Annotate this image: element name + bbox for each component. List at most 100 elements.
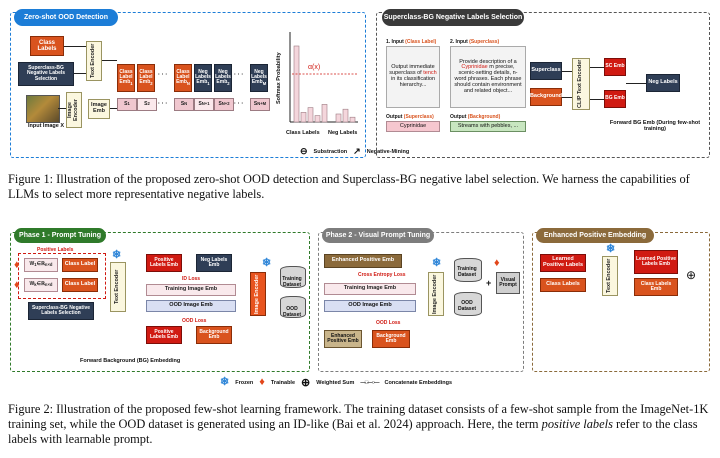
neg-labels-box: Neg Labels	[646, 74, 680, 92]
chart-xlabel-class: Class Labels	[286, 130, 320, 136]
ood-dataset-label-1: OOD Dataset	[282, 306, 302, 318]
snowflake-icon: ❄	[220, 376, 230, 388]
class-label-box-k: Class Label	[62, 278, 98, 292]
bg-emb-box: BG Emb	[604, 90, 626, 108]
clip-text-encoder: CLIP Text Encoder	[572, 58, 590, 110]
input2-box: Provide description of a Cyprinidae m pr…	[450, 46, 526, 108]
output2-header: Output (Background)	[450, 114, 501, 120]
zero-shot-panel	[10, 12, 366, 158]
enhanced-positive-emb-bottom: Enhanced Positive Emb	[324, 330, 362, 348]
flame-icon: ♦	[259, 376, 265, 388]
training-dataset-label-1: Training Dataset	[282, 276, 302, 288]
flame-icon: ♦	[494, 257, 500, 269]
dots-2: · · ·	[234, 72, 244, 78]
legend-subtraction: Substraction	[313, 148, 348, 155]
dots-1: · · ·	[158, 72, 168, 78]
legend-trainable: Trainable	[270, 379, 296, 386]
input2-header: 2. Input (Superclass)	[450, 39, 500, 45]
input-image	[26, 95, 60, 123]
weighted-sum-icon: ⊕	[686, 268, 697, 282]
connector-line	[590, 67, 604, 68]
alpha-label: α(x)	[308, 64, 320, 71]
legend-fig2: ❄Frozen ♦Trainable ⊕Weighted Sum —□—○—Co…	[220, 376, 453, 390]
learned-positive-labels-box: Learned Positive Labels	[540, 254, 586, 272]
weighted-sum-icon: ⊕	[301, 377, 311, 389]
forward-bg-embedding-label: Forward Background (BG) Embedding	[80, 358, 181, 364]
connector-line	[562, 97, 572, 98]
background-emb-box: Background Emb	[196, 326, 232, 344]
superclass-box: Superclass	[530, 62, 562, 80]
visual-prompt-box: Visual Prompt	[496, 272, 520, 294]
class-labels-box-2: Class Labels	[540, 278, 586, 292]
chart-xlabel-neg: Neg Labels	[328, 130, 358, 136]
image-encoder-3: Image Encoder	[428, 272, 444, 316]
superclass-bg-labels-box: Superclass-BG Negative Labels Selection	[18, 62, 74, 86]
learned-positive-labels-emb-box: Learned Positive Labels Emb	[634, 250, 678, 274]
class-bar	[307, 107, 314, 123]
class-labels-box: Class Labels	[30, 36, 64, 56]
positive-labels-header: Positive Labels	[36, 247, 75, 253]
phase1-panel	[10, 232, 310, 372]
positive-labels-group	[18, 253, 106, 299]
class-bar	[314, 115, 321, 123]
neg-bar	[349, 116, 356, 123]
dots-4: · · ·	[234, 101, 244, 107]
subtraction-icon: ⊖	[300, 146, 308, 156]
dots-3: · · ·	[158, 101, 168, 107]
connector-line	[58, 108, 66, 109]
softmax-chart: α(x)	[289, 32, 358, 123]
output2-box: Streams with pebbles, ...	[450, 121, 526, 132]
input1-header: 1. Input (Class Label)	[386, 39, 437, 45]
class-label-box-1: Class Label	[62, 258, 98, 272]
connector-line	[64, 46, 86, 47]
connector-line	[562, 71, 572, 72]
legend-fig1: ⊖ Substraction ↗ Negative-Mining	[300, 146, 409, 157]
input1-box: Output immediate superclass of tench in …	[386, 46, 440, 108]
superclass-bg-title: Superclass-BG Negative Labels Selection	[382, 9, 524, 26]
forward-bg-emb-label: Forward BG Emb (During few-shot training…	[609, 120, 701, 132]
connector-line	[590, 99, 604, 100]
phase2-title: Phase 2 - Visual Prompt Tuning	[322, 228, 434, 243]
ood-loss-label: OOD Loss	[182, 318, 207, 324]
concatenate-icon: —□—○—	[360, 379, 379, 386]
legend-negmining: Negative-Mining	[366, 148, 410, 155]
ood-image-emb-2: OOD Image Emb	[324, 300, 416, 312]
neg-labels-emb-box: Neg Labels Emb	[196, 254, 232, 272]
output1-header: Output (Superclass)	[386, 114, 434, 120]
positive-labels-emb-top: Positive Labels Emb	[146, 254, 182, 272]
legend-concat: Concatenate Embeddings	[384, 379, 453, 386]
text-encoder-2: Text Encoder	[110, 262, 126, 312]
training-dataset-label-2: Training Dataset	[457, 266, 477, 278]
connector-line	[110, 108, 117, 109]
chart-ylabel: Softmax Probability	[276, 52, 282, 104]
neg-bar	[335, 113, 342, 123]
id-loss-label: ID Loss	[182, 276, 201, 282]
legend-frozen: Frozen	[235, 379, 254, 386]
connector-line	[74, 73, 86, 74]
positive-labels-emb-bottom: Positive Labels Emb	[146, 326, 182, 344]
image-encoder-1: Image Encoder	[66, 92, 82, 128]
flame-icon: ♦	[14, 279, 20, 291]
negative-mining-icon: ↗	[353, 146, 361, 156]
phase3-title: Enhanced Positive Embedding	[536, 228, 654, 243]
figure2-caption: Figure 2: Illustration of the proposed f…	[8, 402, 709, 446]
class-bar	[293, 45, 300, 123]
ood-image-emb-1: OOD Image Emb	[146, 300, 236, 312]
image-encoder-2: Image Encoder	[250, 272, 266, 316]
training-image-emb-2: Training Image Emb	[324, 283, 416, 295]
snowflake-icon: ❄	[606, 243, 616, 255]
training-dataset-2	[454, 258, 482, 282]
class-labels-emb-box: Class Labels Emb	[634, 278, 678, 296]
training-image-emb-1: Training Image Emb	[146, 284, 236, 296]
plus-icon: +	[486, 278, 492, 288]
snowflake-icon: ❄	[432, 257, 442, 269]
output1-box: Cyprinidae	[386, 121, 440, 132]
